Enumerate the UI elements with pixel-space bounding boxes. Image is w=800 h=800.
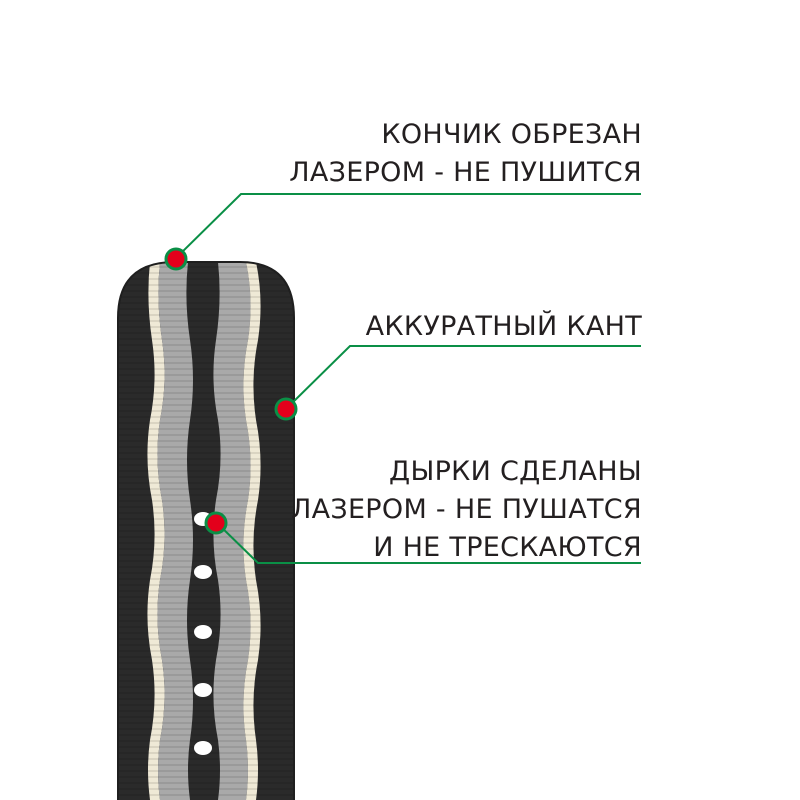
strap-hole — [194, 565, 212, 579]
strap-hole — [194, 625, 212, 639]
callout-line: ЛАЗЕРОМ - НЕ ПУШАТСЯ — [290, 494, 642, 525]
callout-line: ДЫРКИ СДЕЛАНЫ — [389, 456, 642, 487]
leader-line-tip — [175, 193, 641, 259]
marker-dot-edge — [274, 397, 298, 421]
marker-dot-tip — [164, 247, 188, 271]
callout-line: КОНЧИК ОБРЕЗАН — [381, 119, 642, 150]
callout-laser-cut-tip: КОНЧИК ОБРЕЗАН ЛАЗЕРОМ - НЕ ПУШИТСЯ — [289, 116, 642, 192]
nato-strap — [118, 262, 294, 800]
callout-neat-edge: АККУРАТНЫЙ КАНТ — [366, 308, 642, 346]
strap-hole — [194, 741, 212, 755]
strap-hole — [194, 683, 212, 697]
callout-line: И НЕ ТРЕСКАЮТСЯ — [373, 532, 642, 563]
leader-line-holes — [216, 522, 641, 564]
leader-line-edge — [285, 345, 641, 410]
strap-weave-texture — [118, 262, 294, 800]
callout-line: ЛАЗЕРОМ - НЕ ПУШИТСЯ — [289, 157, 642, 188]
markers — [164, 247, 298, 535]
leader-lines — [175, 193, 641, 564]
marker-dot-holes — [204, 511, 228, 535]
callout-laser-holes: ДЫРКИ СДЕЛАНЫ ЛАЗЕРОМ - НЕ ПУШАТСЯ И НЕ … — [291, 453, 642, 567]
callout-line: АККУРАТНЫЙ КАНТ — [365, 311, 642, 342]
